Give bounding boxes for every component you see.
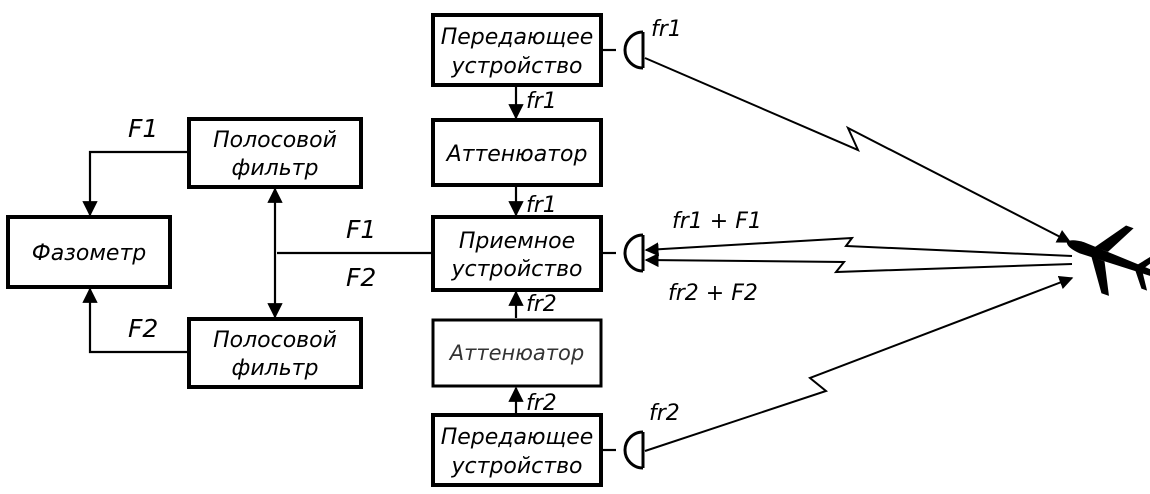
- airplane-icon: [1066, 225, 1150, 296]
- signal-return-1: fr1 + F1: [672, 209, 762, 234]
- beam-return-1: [644, 236, 1073, 257]
- phasemeter-label: Фазометр: [32, 241, 147, 266]
- attenuator-top-label: Аттенюатор: [445, 142, 588, 167]
- receiver-block: Приемное устройство: [431, 215, 603, 292]
- beam-tx-bottom-to-aircraft: [644, 275, 1074, 452]
- signal-fr1-antenna: fr1: [651, 17, 682, 42]
- receiver-label-1: Приемное: [459, 229, 575, 254]
- filter-top-block: Полосовой фильтр: [187, 117, 363, 189]
- signal-fr2-after-tx: fr2: [526, 391, 557, 416]
- filter-bottom-label-1: Полосовой: [213, 328, 337, 353]
- attenuator-bottom-label: Аттенюатор: [448, 341, 584, 365]
- dish-antenna-icon: [601, 30, 645, 70]
- transmitter-top-label-2: устройство: [451, 54, 583, 79]
- dish-antenna-icon: [601, 430, 645, 470]
- receiver-label-2: устройство: [451, 257, 583, 282]
- filter-top-label-1: Полосовой: [213, 128, 337, 153]
- signal-F1-filter: F1: [128, 114, 158, 143]
- signal-fr2-after-att: fr2: [526, 292, 557, 317]
- signal-fr2-antenna: fr2: [649, 401, 680, 426]
- attenuator-bottom-block: Аттенюатор: [431, 318, 603, 388]
- filter-bottom-to-phasemeter-arrow: [82, 287, 189, 354]
- dish-antenna-icon: [601, 233, 645, 273]
- signal-return-2: fr2 + F2: [668, 281, 758, 306]
- signal-F2-filter: F2: [128, 314, 158, 343]
- attenuator-top-block: Аттенюатор: [431, 118, 603, 187]
- transmitter-bottom-label-1: Передающее: [441, 425, 594, 450]
- signal-fr1-after-tx: fr1: [526, 89, 557, 114]
- filter-bottom-block: Полосовой фильтр: [187, 317, 363, 389]
- transmitter-top-label-1: Передающее: [441, 25, 594, 50]
- filter-top-to-phasemeter-arrow: [82, 150, 189, 217]
- signal-F1-line: F1: [346, 215, 376, 244]
- filter-top-label-2: фильтр: [232, 156, 319, 181]
- beam-tx-top-to-aircraft: [644, 57, 1072, 243]
- transmitter-bottom-label-2: устройство: [451, 454, 583, 479]
- phasemeter-block: Фазометр: [6, 215, 172, 289]
- transmitter-top-block: Передающее устройство: [431, 13, 603, 87]
- filter-bottom-label-2: фильтр: [232, 356, 319, 381]
- signal-fr1-after-att: fr1: [526, 193, 557, 218]
- signal-F2-line: F2: [346, 263, 376, 292]
- transmitter-bottom-block: Передающее устройство: [431, 413, 603, 487]
- beam-return-2: [644, 253, 1073, 274]
